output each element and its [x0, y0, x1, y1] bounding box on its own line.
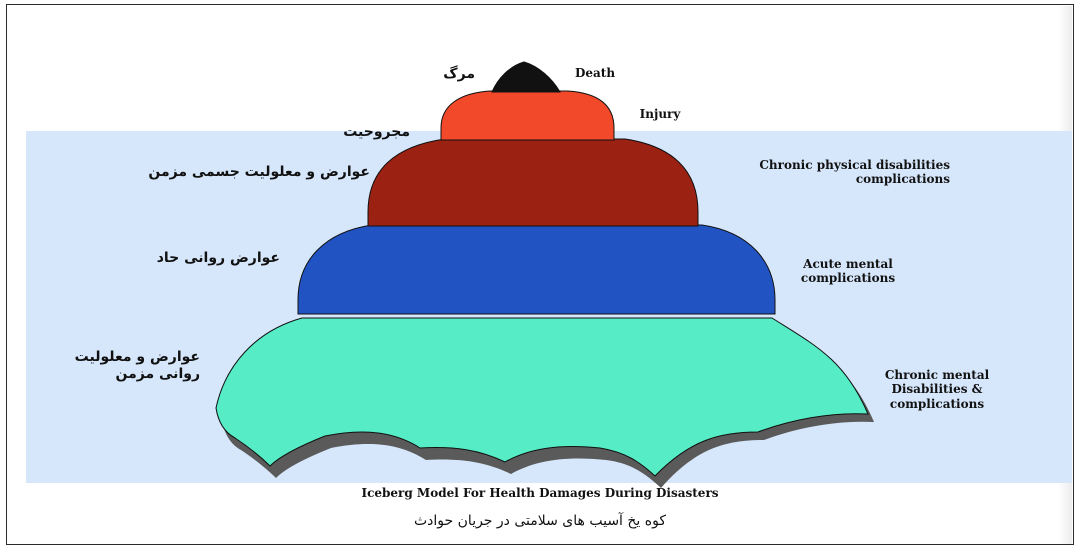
layer-death	[491, 61, 561, 93]
label-chronic-mental-fa: عوارض و معلولیت روانی مزمن	[74, 349, 200, 382]
label-chronic-physical-en: Chronic physical disabilities complicati…	[759, 158, 950, 187]
label-death-fa: مرگ	[443, 66, 475, 82]
layer-chronic-physical	[367, 138, 699, 227]
label-chronic-physical-fa: عوارض و معلولیت جسمی مزمن	[148, 164, 370, 180]
caption-english: Iceberg Model For Health Damages During …	[361, 486, 719, 500]
label-injury-fa: مجروحیت	[343, 124, 410, 140]
label-acute-mental-en: Acute mental complications	[800, 257, 896, 286]
caption-persian: کوه یخ آسیب های سلامتی در جریان حوادث	[414, 513, 666, 529]
label-injury-en: Injury	[639, 107, 681, 121]
layer-acute-mental	[297, 224, 776, 315]
layer-injury	[440, 90, 615, 141]
label-chronic-mental-en: Chronic mental Disabilities & complicati…	[884, 368, 990, 411]
label-death-en: Death	[574, 66, 616, 80]
layer-chronic-mental	[215, 317, 869, 477]
label-acute-mental-fa: عوارض روانی حاد	[156, 250, 280, 266]
